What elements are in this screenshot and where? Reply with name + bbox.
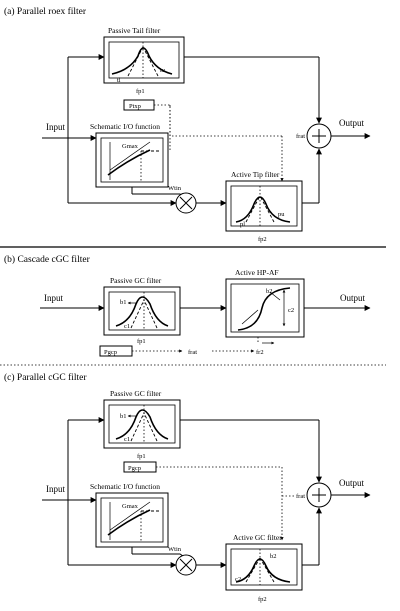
tail-right-label: tu xyxy=(160,67,166,74)
gc1-b-label: b1 xyxy=(120,413,127,420)
ptxp-label: Ptxp xyxy=(129,103,141,110)
io-c-w-label: Wtin xyxy=(168,546,182,553)
tail-title: Passive Tail filter xyxy=(108,26,161,35)
hp-curve xyxy=(237,287,291,331)
gc1-freq-label: fp1 xyxy=(137,453,146,460)
panel-c-input-label: Input xyxy=(46,484,65,494)
tail-left-label: tl xyxy=(117,77,121,84)
panel-c-frat-label: frat xyxy=(296,493,305,500)
gc-b-b-label: b1 xyxy=(120,299,127,306)
hp-b-label: b2 xyxy=(266,288,273,295)
panel-c-output-label: Output xyxy=(339,478,365,488)
gc2-title: Active GC filter xyxy=(233,533,282,542)
gc-b-c-label: c1 xyxy=(124,323,130,330)
gc1-title: Passive GC filter xyxy=(110,389,162,398)
panel-a-output-label: Output xyxy=(339,118,365,128)
gc-b-title: Passive GC filter xyxy=(110,276,162,285)
hp-title: Active HP-AF xyxy=(235,268,279,277)
io-c-title: Schematic I/O function xyxy=(90,482,160,491)
gc2-freq-label: fp2 xyxy=(258,596,267,603)
io-a-w-label: Wtin xyxy=(168,185,182,192)
panel-a-frat-label: frat xyxy=(296,133,305,140)
hp-freq-label: fr2 xyxy=(256,349,264,356)
tip-freq-label: fp2 xyxy=(258,236,267,243)
panel-a-title: (a) Parallel roex filter xyxy=(4,6,87,17)
pgcp-b-label: Pgcp xyxy=(104,349,117,356)
gc2-b-label: b2 xyxy=(270,553,277,560)
multiplier-icon xyxy=(179,196,193,210)
tip-right-label: pu xyxy=(278,211,285,218)
panel-a-input-label: Input xyxy=(46,122,65,132)
gc1-c-label: c1 xyxy=(124,436,130,443)
multiplier-icon xyxy=(179,558,193,572)
sum-junction-icon xyxy=(312,488,326,502)
io-a-title: Schematic I/O function xyxy=(90,122,160,131)
io-a-curve xyxy=(107,149,151,176)
panel-b-output-label: Output xyxy=(340,293,366,303)
sum-junction-icon xyxy=(312,129,326,143)
tip-title: Active Tip filter xyxy=(231,170,280,179)
tail-freq-label: fp1 xyxy=(136,88,145,95)
panel-a: (a) Parallel roex filter Input Passive T… xyxy=(4,6,371,243)
panel-b: (b) Cascade cGC filter Input Passive GC … xyxy=(4,254,371,357)
panel-c-title: (c) Parallel cGC filter xyxy=(4,372,87,383)
gc-b-freq-label: fp1 xyxy=(137,338,146,345)
gc2-c-label: c2 xyxy=(235,576,241,583)
panel-b-input-label: Input xyxy=(44,293,63,303)
panel-c: (c) Parallel cGC filter Input Passive GC… xyxy=(4,372,371,603)
io-c-gain-label: Gmax xyxy=(122,503,139,510)
hp-c-label: c2 xyxy=(288,307,294,314)
panel-b-title: (b) Cascade cGC filter xyxy=(4,254,91,265)
pgcp-c-label: Pgcp xyxy=(128,465,141,472)
tip-left-label: pl xyxy=(240,221,245,228)
io-a-gain-label: Gmax xyxy=(122,143,139,150)
panel-b-frat-label: frat xyxy=(188,349,197,356)
